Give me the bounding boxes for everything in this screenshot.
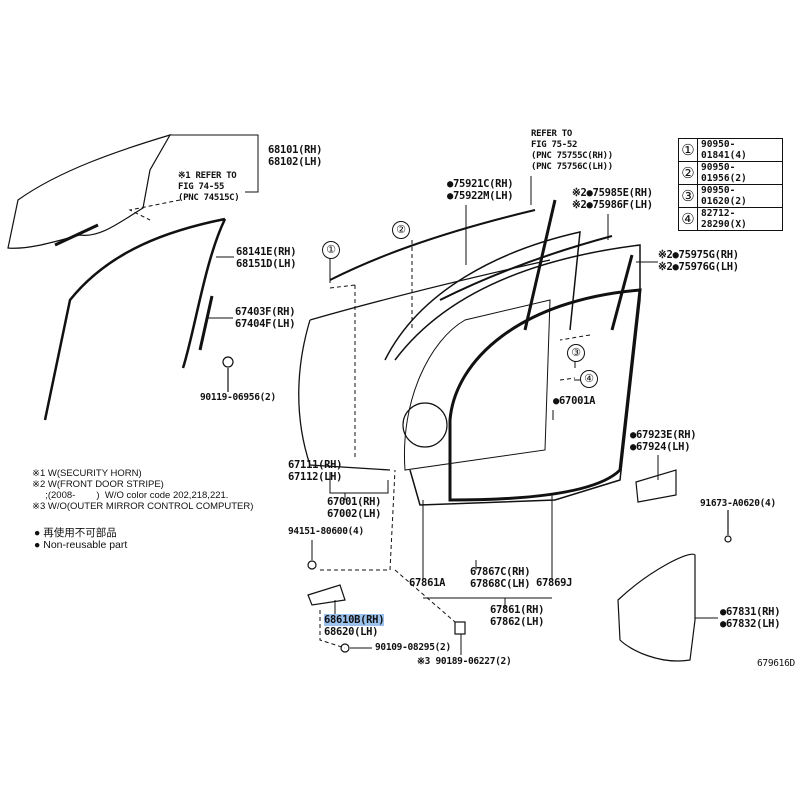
weatherstrip [448, 288, 642, 502]
row-part[interactable]: 90950-01841(4) [697, 138, 783, 162]
stripe-upper [439, 235, 613, 301]
part-label-67001a[interactable]: ●67001A [553, 395, 596, 407]
note-1: ※1 W(SECURITY HORN) [32, 468, 142, 479]
callout-4: ④ [580, 370, 598, 388]
figure-id: 679616D [757, 658, 795, 669]
run-channel [43, 217, 227, 421]
part-label-door-panel[interactable]: 67001(RH)67002(LH) [327, 496, 382, 520]
callout-2: ② [392, 221, 410, 239]
part-label-stripe-upper[interactable]: ※2●75985E(RH)※2●75986F(LH) [572, 187, 653, 211]
row-part[interactable]: 82712-28290(X) [697, 207, 783, 231]
bolt-90189 [454, 621, 466, 635]
door-glass [7, 133, 172, 249]
part-label-belt-moulding[interactable]: ●75921C(RH)●75922M(LH) [447, 178, 514, 202]
part-label-run-channel[interactable]: 68141E(RH)68151D(LH) [236, 246, 297, 270]
pillar-cover [523, 199, 557, 331]
row-number: ③ [678, 184, 698, 208]
bolt-90119 [222, 356, 234, 368]
callout-3: ③ [567, 344, 585, 362]
footnotes: ※1 W(SECURITY HORN) ※2 W(FRONT DOOR STRI… [32, 468, 253, 512]
note-2: ※2 W(FRONT DOOR STRIPE) [32, 479, 164, 490]
bolt-94151 [307, 560, 317, 570]
service-hole-cover [617, 553, 696, 662]
glass-channel [54, 223, 99, 247]
legend: ● 再使用不可部品 ● Non-reusable part [34, 527, 127, 551]
row-number: ② [678, 161, 698, 185]
rear-channel [198, 295, 214, 351]
door-check [307, 584, 346, 606]
callout-1: ① [322, 241, 340, 259]
note-2-detail: ;(2008- ) W/O color code 202,218,221. [32, 490, 229, 501]
part-label-rear-channel[interactable]: 67403F(RH)67404F(LH) [235, 306, 296, 330]
legend-jp: ● 再使用不可部品 [34, 527, 117, 539]
row-number: ① [678, 138, 698, 162]
inner-frame [403, 299, 551, 471]
row-part[interactable]: 90950-01956(2) [697, 161, 783, 185]
part-label-bolt-90189[interactable]: ※3 90189-06227(2) [417, 656, 512, 667]
part-label-clip[interactable]: 67867C(RH)67868C(LH) [470, 566, 531, 590]
pillar-stripe [610, 254, 634, 331]
part-label-door-check[interactable]: 68610B(RH)68620(LH) [324, 614, 385, 638]
bolt-90109 [340, 643, 350, 653]
note-3: ※3 W/O(OUTER MIRROR CONTROL COMPUTER) [32, 501, 254, 512]
part-label-hole-cover[interactable]: ●67831(RH)●67832(LH) [720, 606, 781, 630]
part-label-glass[interactable]: 68101(RH)68102(LH) [268, 144, 323, 168]
belt-moulding [329, 209, 536, 281]
part-label-stripe-pillar[interactable]: ※2●75975G(RH)※2●75976G(LH) [658, 249, 739, 273]
selected-part-highlight[interactable]: 68610B(RH) [324, 614, 385, 626]
part-label-67869j[interactable]: 67869J [536, 577, 573, 589]
part-label-screw-91673[interactable]: 91673-A0620(4) [700, 498, 776, 509]
speaker-hole [402, 402, 448, 448]
part-label-weatherstrip[interactable]: 67861(RH)67862(LH) [490, 604, 545, 628]
part-label-bracket[interactable]: ●67923E(RH)●67924(LH) [630, 429, 697, 453]
row-part[interactable]: 90950-01620(2) [697, 184, 783, 208]
bracket [635, 469, 677, 503]
door-outer-panel [298, 259, 551, 471]
part-label-hinge-panel[interactable]: 67111(RH)67112(LH) [288, 459, 343, 483]
part-label-67861a[interactable]: 67861A [409, 577, 446, 589]
part-label-bolt-90119[interactable]: 90119-06956(2) [200, 392, 276, 403]
part-label-bolt-90109[interactable]: 90109-08295(2) [375, 642, 451, 653]
part-label-bolt-94151[interactable]: 94151-80600(4) [288, 526, 364, 537]
legend-en: ● Non-reusable part [34, 539, 128, 551]
row-number: ④ [678, 207, 698, 231]
screw-91673 [724, 535, 732, 543]
